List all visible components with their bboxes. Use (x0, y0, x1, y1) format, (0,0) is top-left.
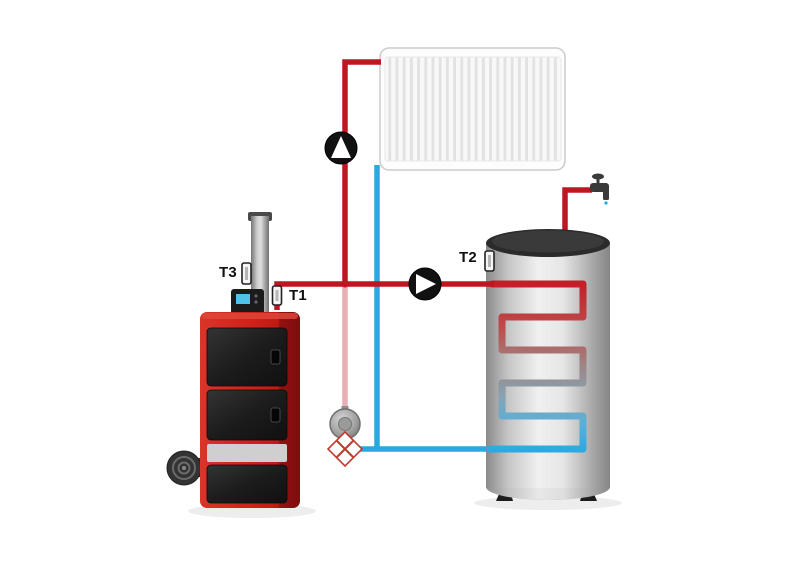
door-handle (270, 349, 281, 365)
mixing-valve-unit (326, 406, 364, 468)
cold-return-pipes (350, 165, 490, 452)
temperature-sensors (241, 250, 495, 306)
pump-arrow-up-icon (331, 136, 351, 158)
radiator-fins (385, 57, 561, 161)
radiator-circulation-pump (324, 131, 358, 165)
valve-cross-icon (336, 440, 354, 458)
boiler-door-bottom (206, 464, 288, 504)
pump-arrow-right-icon (416, 274, 436, 294)
faucet-icon (590, 173, 609, 205)
dhw-pipe (562, 187, 592, 242)
panel-radiator (379, 47, 566, 171)
boiler-to-radiator-pipe (342, 59, 381, 284)
door-handle (270, 407, 281, 423)
pipe-junction (341, 280, 349, 288)
sensor-label-t1: T1 (289, 287, 307, 304)
boiler-controller (231, 289, 264, 314)
sensor-label-t2: T2 (459, 249, 477, 266)
tank-coil (486, 280, 587, 453)
buffer-tank (486, 229, 610, 501)
controller-screen (236, 294, 250, 304)
tank-loading-pump (408, 267, 442, 301)
boiler-door-middle (206, 389, 288, 441)
boiler-door-top (206, 327, 288, 387)
boiler-to-tank-pipe (274, 281, 494, 310)
boiler-trim-band (207, 444, 287, 462)
solid-fuel-boiler (166, 212, 300, 508)
sensor-label-t3: T3 (219, 264, 237, 281)
